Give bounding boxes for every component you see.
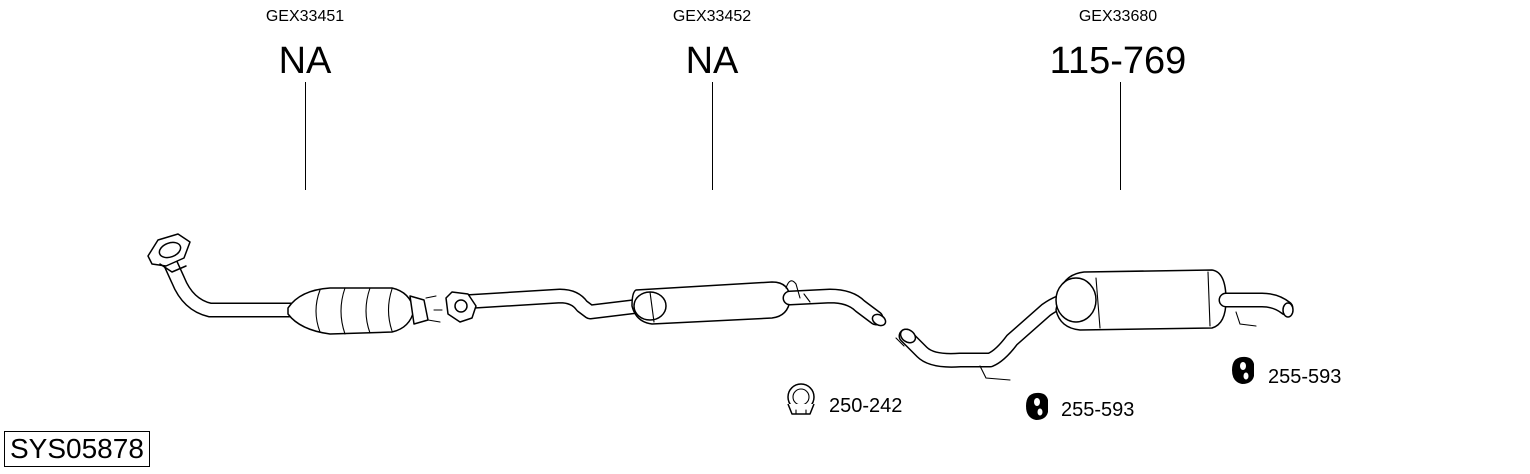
part-number-2[interactable]: NA [685,40,739,82]
system-id-box: SYS05878 [4,431,150,467]
rubber-hanger-icon [1026,392,1048,420]
system-id: SYS05878 [10,433,144,464]
leader-line-3 [1120,82,1121,190]
part-ref-1: GEX33451 [265,8,345,25]
accessory-label-clamp[interactable]: 250-242 [829,395,903,417]
accessory-label-hanger-1[interactable]: 255-593 [1061,399,1135,421]
rubber-hanger-icon [1232,356,1254,384]
leader-line-2 [712,82,713,190]
centre-silencer-drawing [445,280,887,327]
accessory-label-hanger-2[interactable]: 255-593 [1268,366,1342,388]
part-number-1[interactable]: NA [278,40,332,82]
leader-line-1 [305,82,306,190]
rear-silencer-drawing [895,269,1294,381]
part-ref-2: GEX33452 [672,8,752,25]
part-ref-3: GEX33680 [1078,8,1158,25]
part-number-3[interactable]: 115-769 [1049,40,1187,82]
clamp-icon [787,383,815,415]
front-pipe-catalyst-drawing [147,233,443,335]
